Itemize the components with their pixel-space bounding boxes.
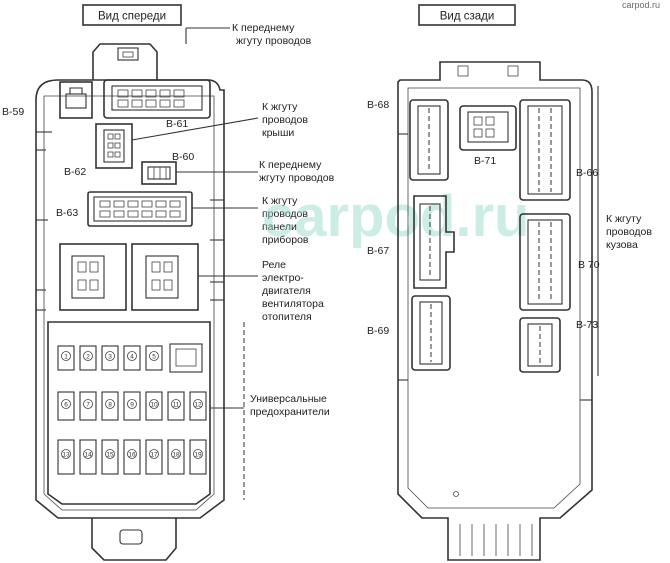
fuse-row-2: 6 7 8 9 10 11 12 — [57, 391, 207, 421]
fuse-18-number: 18 — [172, 452, 180, 459]
fuse-6 — [57, 391, 75, 421]
front-view-title: Вид спереди — [98, 11, 166, 23]
connector-b68 — [409, 99, 449, 181]
fuse-10 — [145, 391, 163, 421]
fuse-5-number: 5 — [152, 354, 156, 361]
front-top-stub — [92, 43, 158, 80]
leader-roof — [131, 117, 259, 141]
fuse-18 — [167, 439, 185, 475]
code-b71: B-71 — [474, 155, 496, 167]
code-b73: B-73 — [576, 319, 598, 331]
fuse-16-number: 16 — [128, 452, 136, 459]
fuse-1-number: 1 — [64, 354, 68, 361]
fuse-8 — [101, 391, 119, 421]
fuse-9-number: 9 — [130, 402, 134, 409]
fuse-12 — [189, 391, 207, 421]
label-body-harness: К жгуту проводов кузова — [606, 213, 655, 251]
rear-housing — [397, 61, 593, 561]
rear-view: Вид сзади — [367, 4, 655, 561]
fuse-14 — [79, 439, 97, 475]
fuse-2-number: 2 — [86, 354, 90, 361]
fuse-3 — [101, 345, 119, 371]
fuse-19 — [189, 439, 207, 475]
code-b68: B-68 — [367, 99, 389, 111]
front-view: Вид спереди — [2, 4, 335, 561]
code-b66: B-66 — [576, 167, 598, 179]
fuse-15-number: 15 — [106, 452, 114, 459]
code-b59: B-59 — [2, 106, 24, 118]
fuse-3-number: 3 — [108, 354, 112, 361]
code-b69: B-69 — [367, 325, 389, 337]
label-roof-harness: К жгуту проводов крыши — [262, 101, 311, 139]
fuse-17 — [145, 439, 163, 475]
fuse-13-number: 13 — [62, 452, 70, 459]
front-view-title-box — [82, 4, 182, 26]
fuse-19-number: 19 — [194, 452, 202, 459]
front-bottom-tab — [91, 518, 177, 561]
fuse-7 — [79, 391, 97, 421]
connector-b59 — [59, 81, 93, 119]
label-universal-fuses: Универсальные предохранители — [250, 393, 330, 418]
fuse-15 — [101, 439, 119, 475]
rear-view-title: Вид сзади — [440, 11, 495, 23]
front-bottom-slot — [119, 529, 143, 545]
code-b62: B-62 — [64, 166, 86, 178]
code-b67: B-67 — [367, 245, 389, 257]
connector-b66 — [519, 99, 571, 201]
fuse-row-1: 1 2 3 4 5 — [57, 345, 163, 371]
fuse-13 — [57, 439, 75, 475]
fuse-2 — [79, 345, 97, 371]
fuse-4 — [123, 345, 141, 371]
fuse-5 — [145, 345, 163, 371]
front-housing — [35, 79, 225, 519]
connector-b67 — [413, 195, 455, 289]
fuse-16 — [123, 439, 141, 475]
relay-left — [59, 243, 127, 311]
fuse-10-number: 10 — [150, 402, 158, 409]
connector-b70 — [519, 213, 571, 311]
fuse-6-number: 6 — [64, 402, 68, 409]
fuse-11 — [167, 391, 185, 421]
watermark-top: carpod.ru — [622, 0, 660, 10]
code-b63: B-63 — [56, 207, 78, 219]
fuse-7-number: 7 — [86, 402, 90, 409]
fuse-17-number: 17 — [150, 452, 158, 459]
rear-view-title-box — [418, 4, 516, 26]
code-b61: B-61 — [166, 118, 188, 130]
fuse-row-3: 13 14 15 16 17 18 19 — [57, 439, 207, 475]
connector-b71 — [459, 105, 517, 151]
relay-fan — [131, 243, 199, 311]
fuse-8-number: 8 — [108, 402, 112, 409]
code-b70: B 70 — [578, 259, 600, 271]
fuse-12-number: 12 — [194, 402, 202, 409]
fuse-block — [47, 321, 211, 505]
connector-b60 — [141, 161, 177, 185]
fuse-9 — [123, 391, 141, 421]
fuse-11-number: 11 — [173, 402, 180, 409]
connector-b69 — [411, 295, 451, 371]
front-top-connector — [117, 47, 139, 61]
fuse-1 — [57, 345, 75, 371]
label-front-harness-top: К переднему жгуту проводов — [232, 22, 312, 47]
connector-b62 — [95, 123, 133, 169]
label-front-harness-mid: К переднему жгуту проводов — [259, 159, 335, 184]
label-fan-relay: Реле электро- двигателя вентилятора отоп… — [262, 259, 327, 323]
connector-b61 — [103, 79, 211, 119]
code-b60: B-60 — [172, 151, 194, 163]
fuse-14-number: 14 — [84, 452, 92, 459]
label-panel-harness: К жгуту проводов панели приборов — [262, 195, 311, 246]
fuse-block-connector — [169, 343, 203, 373]
watermark-center: carpod.ru — [262, 184, 530, 249]
connector-b73 — [519, 317, 561, 373]
fuse-4-number: 4 — [130, 354, 134, 361]
connector-b63 — [87, 191, 193, 227]
